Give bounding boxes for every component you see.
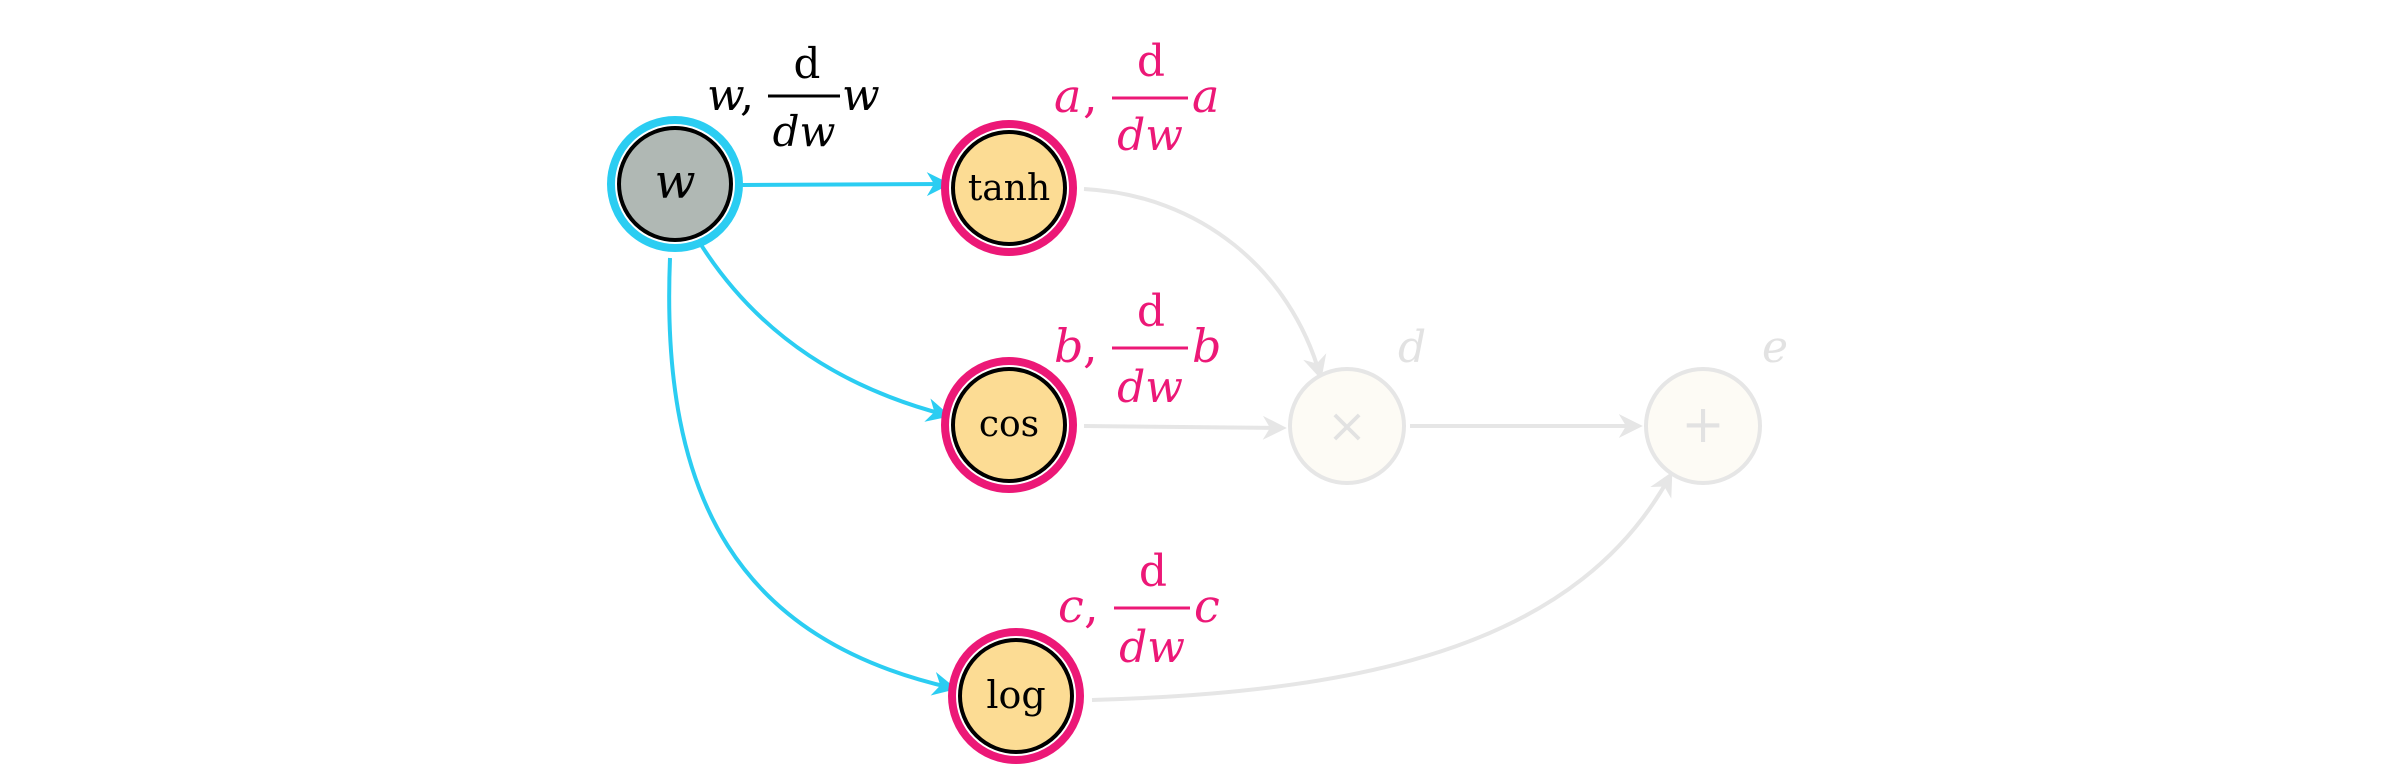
node-tanh-annot-var2: a (1192, 69, 1219, 123)
active-edges (667, 172, 957, 696)
node-tanh: tanh (941, 120, 1077, 256)
edge-w-to-tanh (741, 172, 951, 197)
node-mul-label: × (1327, 398, 1367, 454)
node-tanh-label: tanh (968, 168, 1050, 209)
node-mul-annot-var: d (1398, 322, 1426, 373)
node-cos-label: cos (979, 404, 1039, 445)
node-add: + e (1644, 322, 1788, 485)
node-log-annot-var2: c (1194, 579, 1220, 633)
node-cos-annot-var: b (1054, 319, 1083, 373)
node-w-annotation: w , d dw w (707, 39, 880, 156)
node-cos-annot-comma: , (1083, 319, 1098, 373)
node-cos-body (951, 367, 1067, 483)
node-w-annot-dvar: dw (773, 107, 836, 156)
node-w-body (617, 126, 733, 242)
edge-cos-to-mul (1083, 415, 1287, 440)
edge-log-to-add (1091, 471, 1673, 702)
node-w: w (607, 116, 743, 252)
node-tanh-annotation: a , d dw a (1054, 36, 1219, 161)
node-log-annot-dvar: dw (1119, 622, 1185, 673)
edge-tanh-to-mul (1083, 187, 1327, 380)
node-tanh-annot-dvar: dw (1117, 110, 1183, 161)
node-cos-annot-var2: b (1192, 319, 1221, 373)
node-tanh-annot-d: d (1137, 36, 1165, 87)
faded-edges (1083, 187, 1673, 702)
node-mul-body (1288, 367, 1406, 485)
node-tanh-body (951, 130, 1067, 246)
edge-w-to-cos (696, 238, 951, 422)
node-w-annot-var: w (707, 70, 745, 121)
node-w-label: w (654, 154, 695, 210)
node-cos-annotation: b , d dw b (1054, 286, 1221, 413)
node-log-annotation: c , d dw c (1058, 546, 1220, 673)
node-w-annot-d: d (794, 39, 821, 88)
node-cos-annot-dvar: dw (1117, 362, 1183, 413)
node-tanh-annot-comma: , (1083, 69, 1098, 123)
node-log-annot-comma: , (1084, 579, 1099, 633)
node-add-label: + (1681, 395, 1725, 455)
node-log: log (948, 628, 1084, 764)
node-cos: cos (941, 357, 1077, 493)
node-mul: × d (1288, 322, 1426, 485)
node-cos-annot-d: d (1137, 286, 1165, 337)
node-tanh-annot-var: a (1054, 69, 1081, 123)
node-log-annot-d: d (1139, 546, 1167, 597)
node-log-annot-var: c (1058, 579, 1084, 633)
edge-w-to-log (667, 257, 957, 696)
node-w-annot-var2: w (842, 70, 880, 121)
node-add-annot-var: e (1762, 322, 1788, 373)
node-log-label: log (986, 673, 1045, 717)
node-w-annot-comma: , (740, 70, 754, 121)
node-log-body (958, 638, 1074, 754)
node-add-body (1644, 367, 1762, 485)
